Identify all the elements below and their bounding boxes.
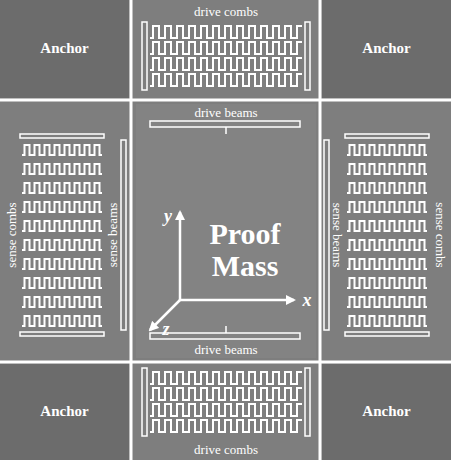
proof-mass: Proof Mass bbox=[136, 132, 316, 328]
anchor-label: Anchor bbox=[40, 404, 88, 420]
beam-label: drive beams bbox=[194, 343, 257, 356]
sense-beam bbox=[121, 140, 126, 330]
anchor-block: Anchor bbox=[0, 364, 129, 460]
comb-label: sense combs bbox=[5, 202, 18, 267]
sense-comb bbox=[345, 134, 429, 336]
axis-label: y bbox=[164, 207, 172, 225]
drive-beams bbox=[150, 121, 300, 339]
beam-label: drive beams bbox=[194, 106, 257, 119]
comb-frame bbox=[305, 368, 310, 436]
comb-frame bbox=[305, 22, 310, 90]
comb-fingers bbox=[347, 140, 427, 330]
anchor-label: Anchor bbox=[362, 41, 410, 57]
y-axis-arrow bbox=[179, 212, 182, 300]
drive-comb bbox=[142, 22, 310, 90]
anchor-block: Anchor bbox=[322, 0, 451, 98]
etch-gap bbox=[130, 0, 133, 460]
sense-comb bbox=[20, 134, 104, 336]
drive-beam bbox=[150, 121, 300, 127]
beam-link bbox=[225, 127, 227, 134]
sense-beam bbox=[324, 140, 329, 330]
drive-beam bbox=[150, 333, 300, 339]
comb-frame bbox=[142, 368, 147, 436]
x-axis-arrow bbox=[180, 299, 294, 302]
comb-frame bbox=[20, 332, 104, 336]
beam-label: sense beams bbox=[106, 203, 119, 268]
anchor-block: Anchor bbox=[322, 364, 451, 460]
axis-label: x bbox=[303, 291, 312, 309]
anchor-label: Anchor bbox=[362, 404, 410, 420]
comb-label: drive combs bbox=[194, 443, 258, 456]
proof-mass-label: Proof Mass bbox=[195, 218, 295, 281]
comb-fingers bbox=[150, 24, 302, 88]
comb-frame bbox=[20, 134, 104, 138]
sense-beams bbox=[121, 140, 329, 330]
comb-frame bbox=[345, 134, 429, 138]
comb-fingers bbox=[150, 370, 302, 434]
beam-link bbox=[225, 326, 227, 333]
beam-label: sense beams bbox=[331, 203, 344, 268]
etch-gap bbox=[0, 99, 451, 102]
comb-frame bbox=[142, 22, 147, 90]
anchor-block: Anchor bbox=[0, 0, 129, 98]
axis-label: z bbox=[162, 320, 169, 338]
drive-comb bbox=[142, 368, 310, 436]
comb-label: drive combs bbox=[194, 5, 258, 18]
anchor-label: Anchor bbox=[40, 41, 88, 57]
proof-mass-plate bbox=[136, 104, 316, 358]
comb-label: sense combs bbox=[434, 202, 447, 267]
comb-fingers bbox=[22, 140, 102, 330]
comb-frame bbox=[345, 332, 429, 336]
axes bbox=[150, 212, 294, 330]
